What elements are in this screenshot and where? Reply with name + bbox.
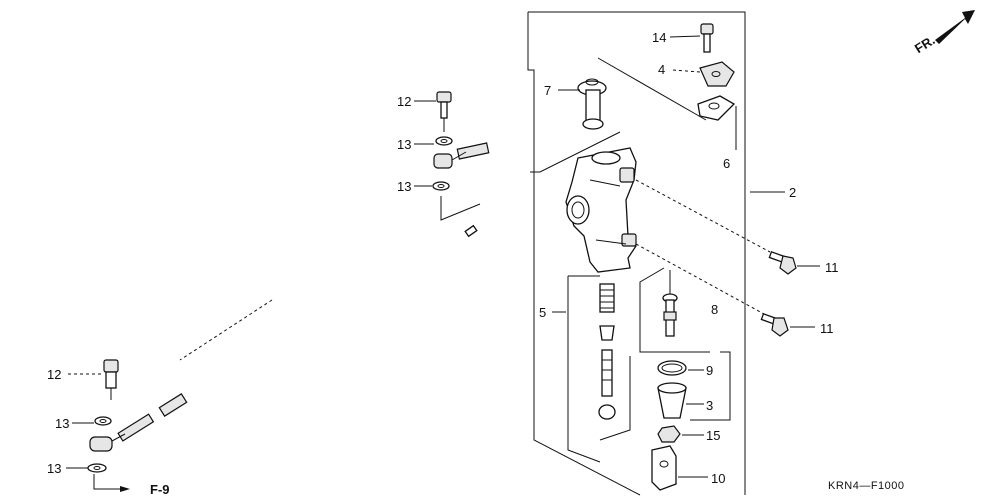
secondary-cup <box>598 404 616 420</box>
reference-arrow-icon <box>120 486 130 492</box>
assembly-bracket-outline <box>527 11 746 496</box>
callout-13-b: 13 <box>397 179 411 194</box>
brake-hose <box>117 140 529 442</box>
reservoir-cover-plate <box>699 61 735 87</box>
sealing-washer-middle <box>432 181 450 191</box>
callout-12-top: 12 <box>397 94 411 109</box>
joint-nut <box>657 425 681 443</box>
reservoir-joint <box>577 78 607 130</box>
front-direction-arrow: FR. <box>912 10 975 56</box>
callout-10: 10 <box>711 471 725 486</box>
mounting-bolt-11-top <box>768 250 797 275</box>
callout-15: 15 <box>706 428 720 443</box>
callout-9: 9 <box>706 363 713 378</box>
callout-12-bottom: 12 <box>47 367 61 382</box>
callout-5: 5 <box>539 305 546 320</box>
direction-label: FR. <box>912 32 938 56</box>
callout-13-a: 13 <box>397 137 411 152</box>
push-rod-boot <box>657 382 687 419</box>
callout-8: 8 <box>711 302 718 317</box>
cover-gasket <box>697 95 736 121</box>
primary-cup <box>599 325 615 341</box>
figure-reference: F-9 <box>150 482 170 497</box>
banjo-fitting-top <box>433 151 467 169</box>
piston-spring <box>599 283 615 313</box>
callout-13-d: 13 <box>47 461 61 476</box>
banjo-bolt-top <box>436 91 452 132</box>
callout-11-b: 11 <box>820 321 834 336</box>
banjo-fitting-bottom <box>89 433 126 452</box>
sealing-washer-top <box>435 136 453 146</box>
callout-6: 6 <box>723 156 730 171</box>
sealing-washer-bottom-b <box>87 463 107 473</box>
banjo-bolt-bottom <box>103 359 119 400</box>
callout-13-c: 13 <box>55 416 69 431</box>
piston <box>601 349 613 397</box>
callout-7: 7 <box>544 83 551 98</box>
sealing-washer-bottom-a <box>94 416 112 426</box>
mounting-bolt-11-bottom <box>760 312 789 337</box>
callout-11-a: 11 <box>825 260 839 275</box>
callout-2: 2 <box>789 185 796 200</box>
push-rod-clevis <box>651 445 677 491</box>
leader-lines <box>66 35 820 478</box>
callout-3: 3 <box>706 398 713 413</box>
snap-ring <box>657 360 687 376</box>
callout-4: 4 <box>658 62 665 77</box>
callout-14: 14 <box>652 30 666 45</box>
push-rod <box>662 270 678 337</box>
diagram-code: KRN4—F1000 <box>828 480 905 492</box>
mounting-bolt-14 <box>700 23 714 53</box>
master-cylinder-body <box>565 147 637 273</box>
